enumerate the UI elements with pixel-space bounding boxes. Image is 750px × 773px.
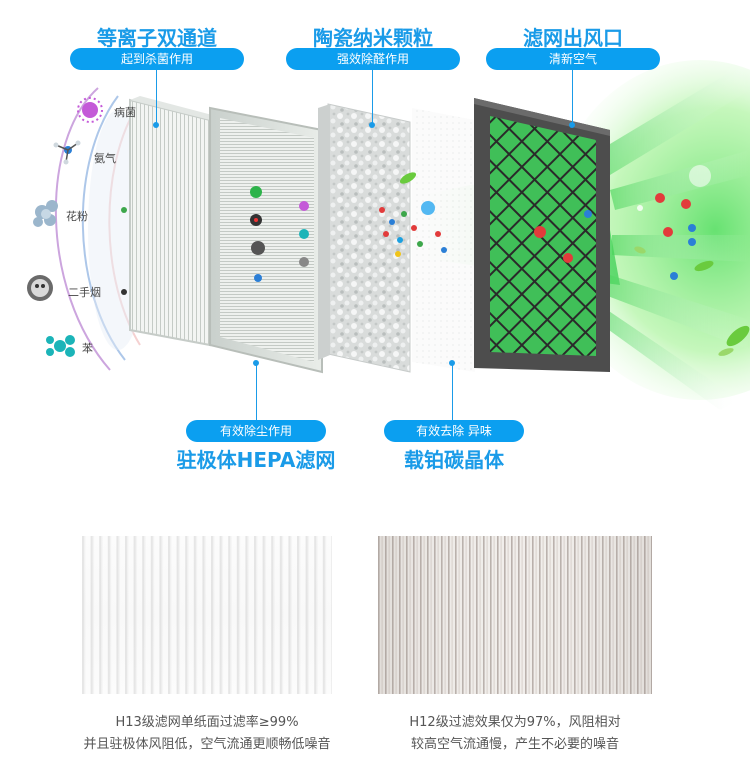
outlet-tag: 清新空气 xyxy=(486,48,660,70)
plasma-leader xyxy=(156,70,157,124)
carbon-tag: 有效去除 异味 xyxy=(384,420,524,442)
carbon-title: 载铂碳晶体 xyxy=(404,448,504,472)
outlet-dot xyxy=(569,122,575,128)
h12-caption-line-2: 较高空气流通慢，产生不必要的噪音 xyxy=(410,737,619,752)
pollutant-label-ammonia: 氨气 xyxy=(94,152,116,165)
ceramic-leader xyxy=(372,70,373,124)
plasma-tag: 起到杀菌作用 xyxy=(70,48,244,70)
filter-illustration xyxy=(27,60,750,410)
ceramic-dot xyxy=(369,122,375,128)
h12-filter-photo xyxy=(378,536,652,694)
h13-caption-line-1: H13级滤网单纸面过滤率≥99% xyxy=(115,715,299,730)
hepa-dot xyxy=(253,360,259,366)
h13-caption-line-2: 并且驻极体风阻低，空气流通更顺畅低噪音 xyxy=(83,737,331,752)
ceramic-title: 陶瓷纳米颗粒 xyxy=(313,26,433,50)
h12-caption: H12级过滤效果仅为97%，风阻相对 较高空气流通慢，产生不必要的噪音 xyxy=(378,712,652,756)
pollutant-label-benzene: 苯 xyxy=(82,342,93,355)
filter-exploded-diagram: 病菌 氨气 花粉 二手烟 苯 等离子双通道 起到杀菌作用 陶瓷纳米颗粒 强效除醛… xyxy=(27,26,750,472)
outlet-leader xyxy=(572,70,573,124)
h13-caption: H13级滤网单纸面过滤率≥99% 并且驻极体风阻低，空气流通更顺畅低噪音 xyxy=(32,712,382,756)
plasma-title: 等离子双通道 xyxy=(97,26,217,50)
hepa-title: 驻极体HEPA滤网 xyxy=(176,448,336,472)
carbon-leader xyxy=(452,364,453,420)
pollutant-label-germs: 病菌 xyxy=(114,106,136,119)
hepa-tag: 有效除尘作用 xyxy=(186,420,326,442)
pollutant-label-pollen: 花粉 xyxy=(66,210,88,223)
h12-caption-line-1: H12级过滤效果仅为97%，风阻相对 xyxy=(409,715,621,730)
h13-filter-photo xyxy=(82,536,332,694)
outlet-title: 滤网出风口 xyxy=(523,26,623,50)
ceramic-tag: 强效除醛作用 xyxy=(286,48,460,70)
plasma-dot xyxy=(153,122,159,128)
pollutant-label-smoke: 二手烟 xyxy=(68,286,101,299)
carbon-dot xyxy=(449,360,455,366)
hepa-leader xyxy=(256,364,257,420)
